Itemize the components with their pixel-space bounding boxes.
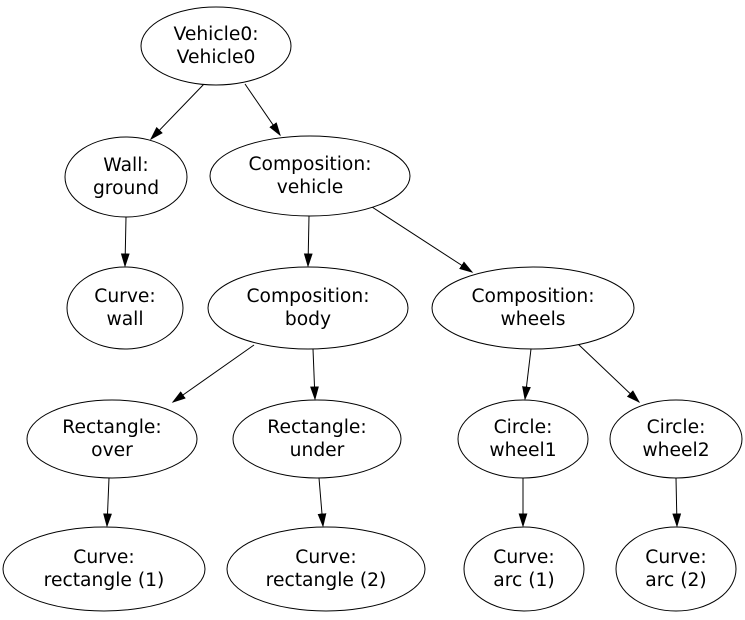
edge-composition-wheels-to-circle-wheel1 <box>522 348 532 401</box>
edge-group <box>103 82 682 528</box>
node-rectangle-over-label-line2: over <box>91 440 133 461</box>
edge-composition-body-to-rectangle-under <box>310 348 319 401</box>
edge-composition-body-to-rectangle-over <box>171 344 255 403</box>
node-wall-ground-ellipse <box>64 136 188 218</box>
node-circle-wheel2-ellipse <box>609 399 743 479</box>
node-composition-body-label-line2: body <box>285 309 331 330</box>
node-curve-rectangle2: Curve: rectangle (2) <box>226 526 426 612</box>
node-rectangle-over: Rectangle: over <box>26 399 198 479</box>
node-circle-wheel2: Circle: wheel2 <box>609 399 743 479</box>
node-rectangle-over-ellipse <box>26 399 198 479</box>
node-composition-vehicle-label-line1: Composition: <box>248 154 371 175</box>
node-circle-wheel2-label-line1: Circle: <box>647 417 706 438</box>
node-curve-wall-ellipse <box>66 266 184 350</box>
node-composition-vehicle: Composition: vehicle <box>209 135 411 217</box>
node-rectangle-under: Rectangle: under <box>232 399 402 479</box>
node-circle-wheel2-label-line2: wheel2 <box>642 440 709 461</box>
node-curve-rectangle1-ellipse <box>2 526 206 612</box>
node-curve-arc1-ellipse <box>463 526 585 612</box>
edge-composition-vehicle-to-composition-body <box>303 215 313 268</box>
node-curve-wall-label-line2: wall <box>106 309 143 330</box>
node-circle-wheel1: Circle: wheel1 <box>457 399 589 479</box>
node-composition-wheels-ellipse <box>431 266 635 350</box>
node-vehicle0-label-line1: Vehicle0: <box>173 24 258 45</box>
node-composition-vehicle-ellipse <box>209 135 411 217</box>
edge-wall-ground-to-curve-wall <box>120 216 130 268</box>
node-curve-arc1: Curve: arc (1) <box>463 526 585 612</box>
node-vehicle0-ellipse <box>140 6 292 86</box>
node-curve-rectangle1-label-line2: rectangle (1) <box>44 570 165 591</box>
node-curve-arc2-label-line2: arc (2) <box>645 570 706 591</box>
node-rectangle-over-label-line1: Rectangle: <box>62 417 161 438</box>
edge-circle-wheel2-to-curve-arc2 <box>672 477 682 528</box>
edge-composition-wheels-to-circle-wheel2 <box>577 343 641 404</box>
node-curve-rectangle1-label-line1: Curve: <box>73 547 134 568</box>
node-circle-wheel1-label-line1: Circle: <box>494 417 553 438</box>
node-curve-rectangle2-label-line1: Curve: <box>295 547 356 568</box>
edge-rectangle-over-to-curve-rectangle1 <box>103 477 112 528</box>
node-curve-rectangle1: Curve: rectangle (1) <box>2 526 206 612</box>
node-curve-arc1-label-line1: Curve: <box>493 547 554 568</box>
node-wall-ground: Wall: ground <box>64 136 188 218</box>
edge-vehicle0-to-wall-ground <box>149 82 206 141</box>
node-wall-ground-label-line1: Wall: <box>103 155 148 176</box>
node-vehicle0: Vehicle0: Vehicle0 <box>140 6 292 86</box>
node-composition-wheels: Composition: wheels <box>431 266 635 350</box>
edge-rectangle-under-to-curve-rectangle2 <box>317 477 327 528</box>
node-rectangle-under-label-line1: Rectangle: <box>267 417 366 438</box>
node-curve-rectangle2-ellipse <box>226 526 426 612</box>
node-composition-wheels-label-line1: Composition: <box>471 286 594 307</box>
node-curve-rectangle2-label-line2: rectangle (2) <box>266 570 387 591</box>
node-curve-arc2-ellipse <box>615 526 737 612</box>
node-composition-wheels-label-line2: wheels <box>500 309 565 330</box>
node-wall-ground-label-line2: ground <box>93 178 159 199</box>
edge-composition-vehicle-to-composition-wheels <box>371 206 474 273</box>
node-composition-body-ellipse <box>207 266 409 350</box>
node-rectangle-under-ellipse <box>232 399 402 479</box>
node-curve-arc1-label-line2: arc (1) <box>493 570 554 591</box>
node-composition-vehicle-label-line2: vehicle <box>277 177 344 198</box>
node-curve-wall-label-line1: Curve: <box>94 286 155 307</box>
edge-vehicle0-to-composition-vehicle <box>244 83 281 137</box>
node-rectangle-under-label-line2: under <box>290 440 345 461</box>
node-circle-wheel1-label-line2: wheel1 <box>489 440 556 461</box>
node-curve-arc2: Curve: arc (2) <box>615 526 737 612</box>
node-curve-wall: Curve: wall <box>66 266 184 350</box>
node-vehicle0-label-line2: Vehicle0 <box>177 47 256 68</box>
node-circle-wheel1-ellipse <box>457 399 589 479</box>
node-curve-arc2-label-line1: Curve: <box>645 547 706 568</box>
node-composition-body-label-line1: Composition: <box>246 286 369 307</box>
node-composition-body: Composition: body <box>207 266 409 350</box>
